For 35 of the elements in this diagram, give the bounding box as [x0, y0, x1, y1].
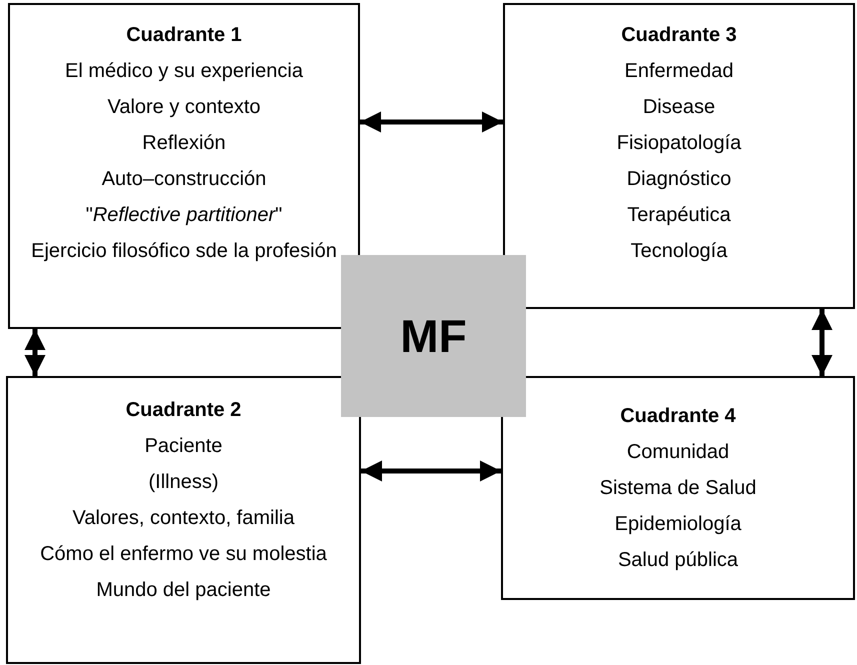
center-label: MF — [400, 311, 467, 361]
quadrant-title: Cuadrante 1 — [126, 23, 242, 47]
quadrant-item: Cómo el enfermo ve su molestia — [40, 542, 327, 566]
quadrant-item: "Reflective partitioner" — [86, 203, 282, 227]
quadrant-title: Cuadrante 3 — [621, 23, 737, 47]
quadrant-item: Terapéutica — [627, 203, 731, 227]
quadrant-item: Auto–construcción — [102, 167, 266, 191]
quadrant-box — [501, 376, 855, 600]
double-arrow — [24, 329, 46, 376]
quadrant-title: Cuadrante 2 — [126, 398, 242, 422]
quadrant-item: Enfermedad — [624, 59, 734, 83]
quadrant-item: Valores, contexto, familia — [72, 506, 294, 530]
quadrant-item: Fisiopatología — [616, 131, 742, 155]
quadrant-item: Disease — [642, 95, 716, 119]
quadrant-title: Cuadrante 4 — [620, 404, 736, 428]
quadrant-item: Valore y contexto — [107, 95, 261, 119]
quadrant-box — [6, 376, 361, 664]
quadrant-item: Salud pública — [618, 548, 738, 572]
quadrant-box — [8, 3, 360, 329]
quadrant-item: Comunidad — [626, 440, 730, 464]
quadrant-item: Reflexión — [142, 131, 226, 155]
quadrant-item: Mundo del paciente — [96, 578, 271, 602]
quadrant-item: Diagnóstico — [626, 167, 732, 191]
quadrant-item: Epidemiología — [614, 512, 742, 536]
double-arrow — [812, 309, 832, 376]
center-box — [341, 255, 526, 417]
quadrant-item: (Illness) — [148, 470, 218, 494]
quadrant-item: Tecnología — [630, 239, 728, 263]
quadrant-item: Paciente — [144, 434, 222, 458]
quadrant-box — [503, 3, 855, 309]
quadrant-item: El médico y su experiencia — [65, 59, 303, 83]
quadrant-item: Ejercicio filosófico sde la profesión — [31, 239, 337, 263]
quadrant-item: Sistema de Salud — [600, 476, 756, 500]
double-arrow — [361, 460, 501, 482]
double-arrow — [360, 112, 503, 132]
